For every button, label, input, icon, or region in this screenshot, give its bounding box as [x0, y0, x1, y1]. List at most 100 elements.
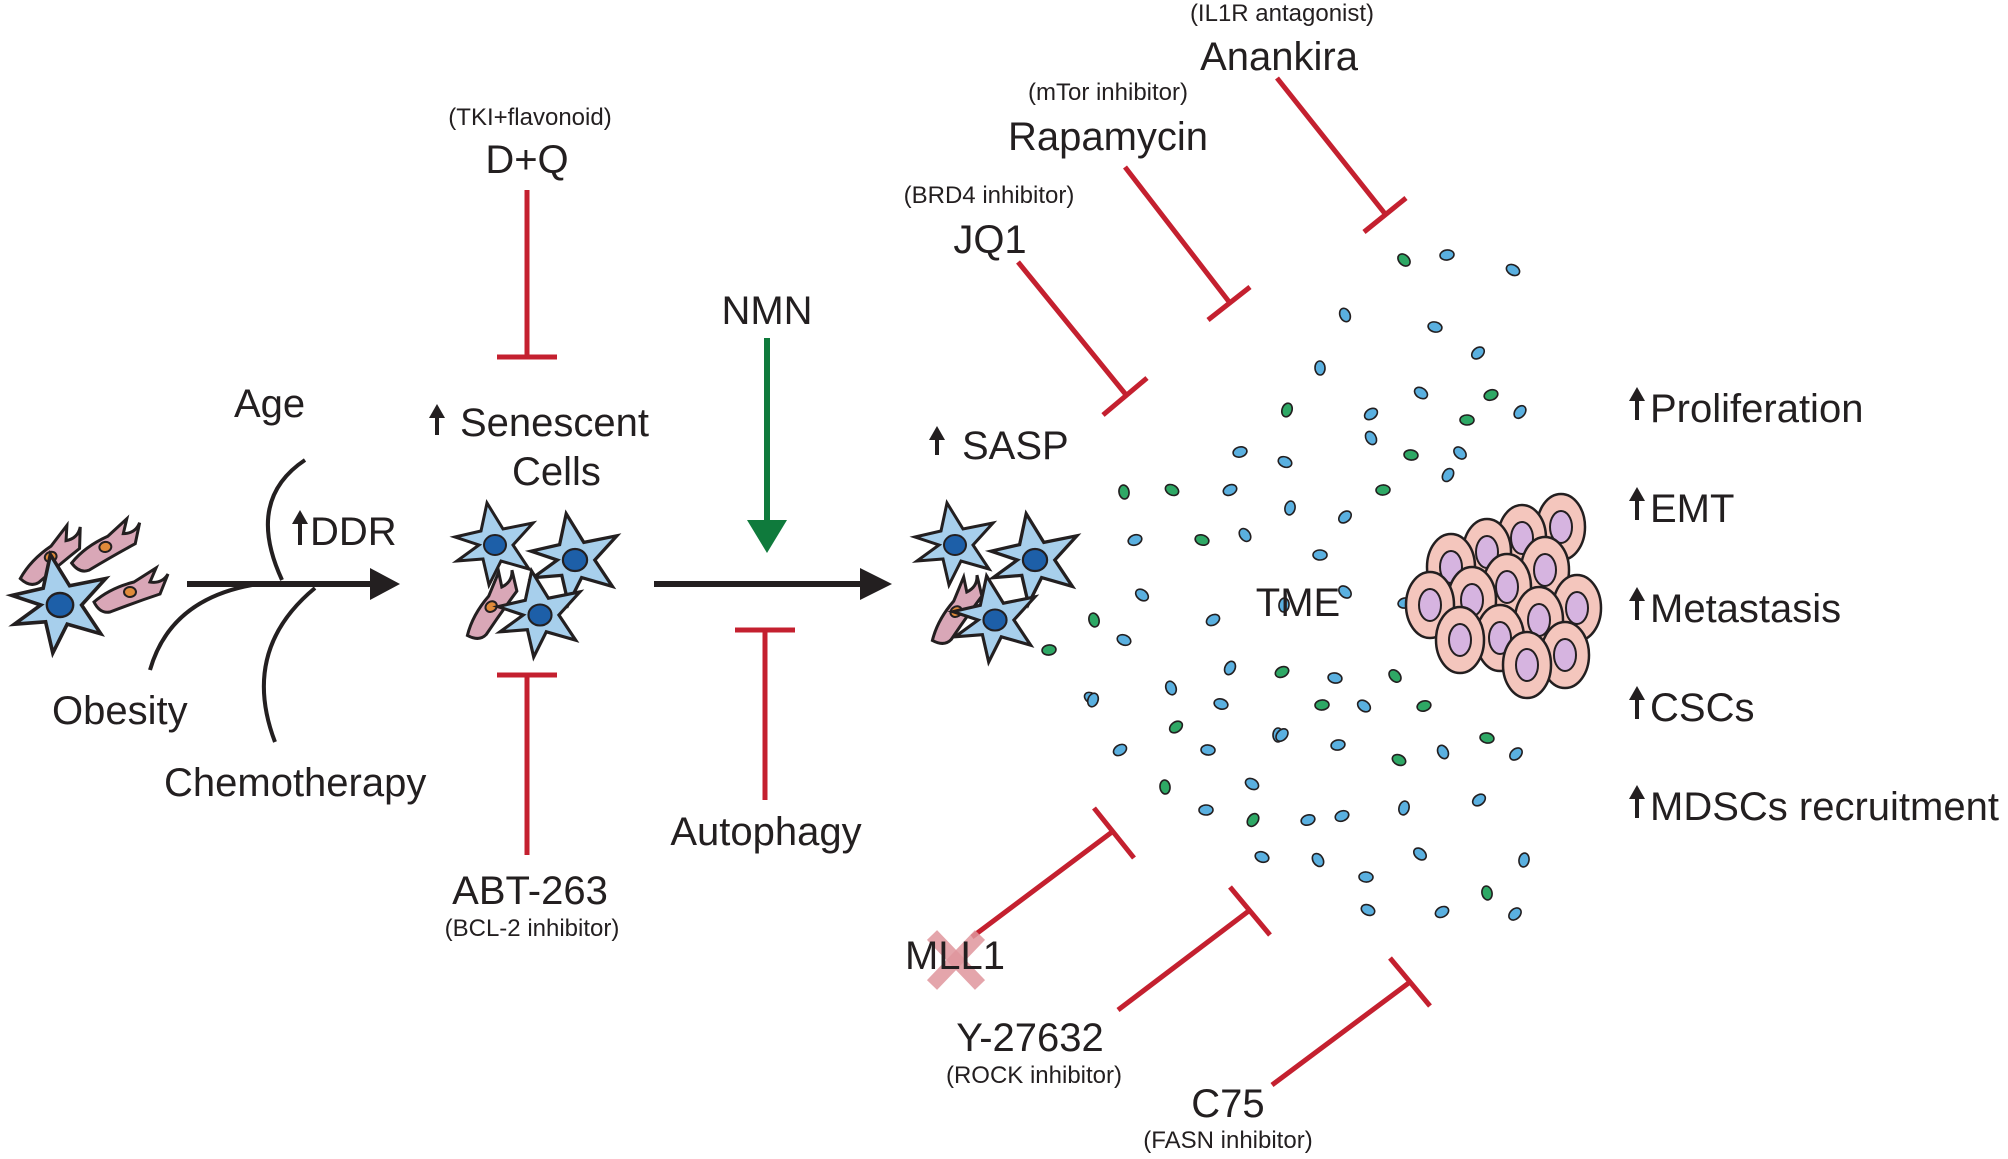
sasp-factor-dot — [1397, 253, 1411, 267]
sasp-factor-dot — [1338, 307, 1352, 323]
sasp-factor-dot — [1481, 885, 1493, 901]
autophagy-inhibition-line — [735, 627, 795, 800]
jq1-label: JQ1 — [953, 218, 1026, 262]
progression-arrow-2 — [654, 568, 892, 600]
sasp-factor-dot — [1334, 809, 1350, 823]
senescent-label-line1: Senescent — [460, 401, 649, 445]
y27632-inhibition-line — [1116, 885, 1272, 1012]
rapamycin-inhibition-line — [1123, 165, 1252, 322]
abt263-label: ABT-263 — [452, 869, 608, 913]
sasp-factor-dot — [1222, 483, 1238, 497]
sasp-factor-dot — [1479, 732, 1495, 744]
sasp-factor-dot — [1194, 533, 1210, 547]
sasp-factor-dot — [1518, 852, 1530, 868]
sasp-factor-dot — [1508, 907, 1522, 921]
outcome-metastasis: Metastasis — [1629, 587, 1841, 631]
age-label: Age — [234, 382, 305, 426]
sasp-factor-dot — [1436, 744, 1450, 760]
outcome-proliferation-label: Proliferation — [1650, 387, 1863, 431]
y27632-description: (ROCK inhibitor) — [946, 1062, 1122, 1089]
sasp-factor-dot — [1356, 699, 1372, 713]
sasp-factor-dot — [1213, 698, 1229, 710]
sasp-factor-dot — [1391, 753, 1407, 767]
sasp-factor-dot — [1471, 793, 1487, 807]
sasp-factor-dot — [1300, 813, 1316, 827]
sasp-factor-dot — [1416, 700, 1432, 712]
mll1-label: MLL1 — [905, 934, 1005, 978]
sasp-factor-dot — [1434, 905, 1450, 919]
outcome-metastasis-label: Metastasis — [1650, 587, 1841, 631]
sasp-factor-dot — [1127, 533, 1143, 547]
sasp-factor-dot — [1275, 728, 1289, 742]
sasp-factor-dot — [1427, 321, 1443, 333]
sasp-factor-dot — [1159, 779, 1171, 795]
sasp-factor-dot — [1314, 360, 1326, 376]
dq-description: (TKI+flavonoid) — [448, 104, 611, 131]
outcome-emt: EMT — [1629, 487, 1734, 531]
sasp-factor-dot — [1223, 660, 1237, 676]
sasp-factor-dot — [1470, 346, 1486, 360]
obesity-label: Obesity — [52, 689, 188, 733]
sasp-factor-dot — [1453, 446, 1467, 460]
sasp-cells-cluster — [911, 501, 1079, 664]
sasp-factor-dot — [1246, 812, 1260, 828]
outcome-proliferation: Proliferation — [1629, 387, 1863, 431]
outcome-mdscs-label: MDSCs recruitment — [1650, 785, 1999, 829]
sasp-factor-dot — [1505, 263, 1521, 277]
anankira-inhibition-line — [1275, 76, 1408, 234]
sasp-factor-dot — [1116, 633, 1132, 647]
sasp-factor-dot — [1118, 484, 1130, 500]
sasp-factor-dot — [1278, 597, 1290, 613]
sasp-factor-dot — [1412, 847, 1428, 861]
outcome-cscs-label: CSCs — [1650, 686, 1754, 730]
sasp-factor-dot — [1375, 484, 1391, 496]
sasp-factor-dot — [1311, 852, 1325, 868]
sasp-factor-dot — [1327, 672, 1343, 684]
mll1-inhibition-line — [970, 806, 1136, 939]
dq-inhibition-line — [497, 190, 557, 360]
nmn-label: NMN — [721, 289, 812, 333]
chemotherapy-curve — [261, 586, 317, 743]
sasp-factor-dot — [1388, 669, 1402, 683]
sasp-factor-dot — [1312, 549, 1328, 561]
sasp-factor-dot — [1513, 404, 1527, 420]
nmn-green-arrow — [747, 338, 787, 553]
sasp-factor-dot — [1364, 430, 1378, 446]
sasp-factor-dot — [1164, 680, 1178, 696]
sasp-factor-dot — [1403, 449, 1419, 461]
ddr-up-arrow-icon — [292, 510, 308, 545]
sasp-factor-dot — [1439, 249, 1455, 261]
rapamycin-label: Rapamycin — [1008, 115, 1208, 159]
normal-cells-cluster — [7, 515, 170, 655]
mll1-knockout-cross-icon — [926, 930, 986, 990]
sasp-factor-dot — [1200, 744, 1216, 756]
anankira-description: (IL1R antagonist) — [1190, 0, 1374, 27]
c75-label: C75 — [1191, 1082, 1264, 1126]
sasp-up-arrow-icon — [929, 426, 945, 455]
abt263-inhibition-line — [497, 672, 557, 855]
ddr-label: DDR — [310, 510, 397, 554]
sasp-factor-dot — [1041, 644, 1057, 656]
sasp-factor-dot — [1337, 510, 1353, 524]
sasp-factor-dot — [1330, 739, 1346, 751]
sasp-factor-dot — [1088, 612, 1100, 628]
sasp-factor-dot — [1164, 483, 1180, 497]
c75-description: (FASN inhibitor) — [1143, 1127, 1312, 1154]
senescent-cells-cluster — [446, 501, 619, 659]
sasp-factor-dot — [1338, 585, 1352, 599]
c75-inhibition-line — [1270, 956, 1432, 1088]
abt263-description: (BCL-2 inhibitor) — [445, 915, 620, 942]
outcome-mdscs: MDSCs recruitment — [1629, 785, 1999, 829]
jq1-description: (BRD4 inhibitor) — [904, 182, 1075, 209]
senescent-up-arrow-icon — [429, 404, 445, 435]
sasp-factor-dot — [1358, 871, 1374, 883]
anankira-label: Anankira — [1200, 35, 1359, 79]
y27632-label: Y-27632 — [956, 1016, 1104, 1060]
sasp-factor-dot — [1363, 407, 1379, 421]
autophagy-label: Autophagy — [670, 810, 861, 854]
sasp-factor-dot — [1254, 850, 1270, 864]
sasp-factor-dot — [1274, 665, 1290, 679]
tme-label: TME — [1256, 581, 1340, 625]
sasp-factor-dot — [1134, 588, 1150, 602]
